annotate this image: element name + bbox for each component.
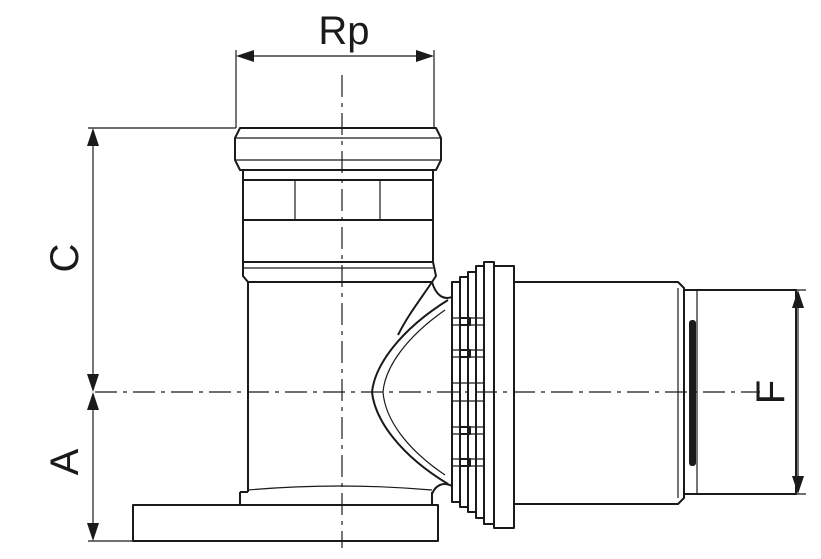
press-sleeve xyxy=(493,265,685,529)
base-flange xyxy=(132,504,439,542)
tee-body xyxy=(239,281,433,505)
sleeve-body xyxy=(513,281,685,505)
label-rp: Rp xyxy=(318,9,369,53)
dimension-c: C xyxy=(43,127,236,392)
sleeve-flange xyxy=(493,265,515,529)
dimension-a: A xyxy=(43,392,133,542)
threaded-socket xyxy=(234,127,442,283)
socket-nut xyxy=(234,127,442,171)
hex-section xyxy=(242,179,434,221)
socket-shoulder xyxy=(242,261,437,283)
collar-ring-5 xyxy=(483,261,495,525)
label-f: F xyxy=(749,380,793,404)
label-c: C xyxy=(43,244,87,273)
label-a: A xyxy=(43,448,87,475)
press-collar xyxy=(451,261,495,525)
center-lines xyxy=(95,75,760,548)
socket-body xyxy=(242,219,434,263)
o-ring xyxy=(689,320,696,466)
dimension-f: F xyxy=(698,289,806,495)
dimension-rp: Rp xyxy=(235,9,435,128)
branch-saddle xyxy=(371,281,453,495)
socket-neck xyxy=(242,169,434,181)
collar-ring-3 xyxy=(467,271,477,513)
